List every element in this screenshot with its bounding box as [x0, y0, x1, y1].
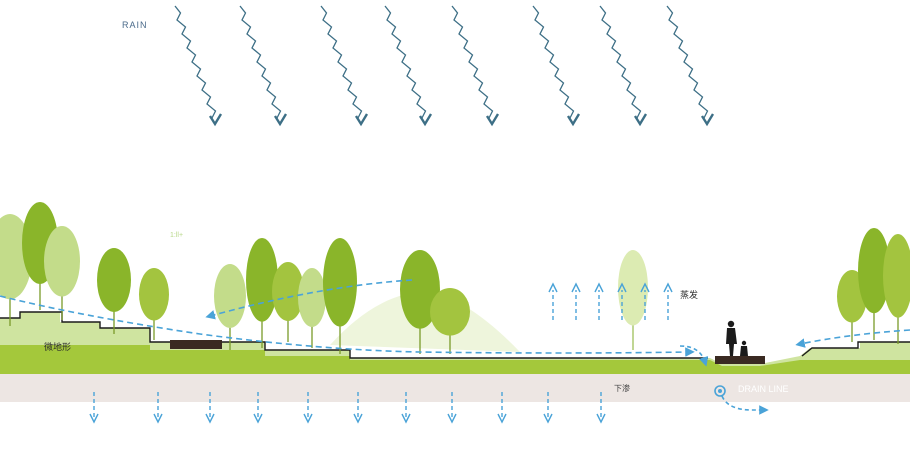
- rain-streak: [384, 5, 433, 127]
- people-silhouette-icon: [726, 320, 748, 356]
- rain-label: RAIN: [122, 20, 148, 30]
- deck-left: [170, 340, 222, 349]
- evaporation-arrow: [571, 282, 581, 320]
- evaporation-arrow: [548, 282, 558, 320]
- rain-group: [174, 5, 715, 127]
- rain-streak: [239, 5, 288, 127]
- tree: [858, 228, 890, 340]
- infiltration-arrow: [253, 392, 263, 424]
- runoff-flow-hill: [205, 279, 413, 320]
- rain-streak: [174, 5, 223, 127]
- rain-streak: [532, 5, 581, 127]
- rain-streak: [320, 5, 369, 127]
- evaporation-arrows: [548, 282, 673, 320]
- evaporation-arrow: [617, 282, 627, 320]
- infiltration-arrow: [303, 392, 313, 424]
- infiltration-arrow: [153, 392, 163, 424]
- infiltration-arrows: [89, 392, 606, 424]
- infiltration-arrow: [353, 392, 363, 424]
- tree: [618, 250, 648, 350]
- micro-topography-label: 微地形: [44, 342, 72, 352]
- tree: [272, 262, 304, 342]
- runoff-flow-right: [795, 329, 910, 348]
- tree: [97, 248, 131, 334]
- soil-layer: [0, 372, 910, 402]
- tree: [323, 238, 357, 354]
- tree: [430, 288, 470, 354]
- terrain-profile-line: [0, 311, 910, 359]
- infiltration-arrow: [89, 392, 99, 424]
- infiltration-arrow: [401, 392, 411, 424]
- tree: [883, 234, 910, 344]
- rain-streak: [451, 5, 500, 127]
- deck-right: [715, 356, 765, 364]
- ground-strip: [0, 345, 910, 374]
- drain-flow: [721, 395, 769, 415]
- infiltration-arrow: [447, 392, 457, 424]
- runoff-flow-main: [0, 295, 695, 357]
- drain-outlet-dot: [718, 389, 722, 393]
- runoff-flow-pond: [679, 345, 709, 367]
- tree-group: [0, 202, 910, 354]
- rain-streak: [599, 5, 648, 127]
- tree: [139, 268, 169, 340]
- infiltration-label: 下渗: [614, 384, 630, 393]
- faint-annotation: 1:ll+: [170, 232, 184, 239]
- evaporation-arrow: [640, 282, 650, 320]
- infiltration-arrow: [497, 392, 507, 424]
- infiltration-arrow: [205, 392, 215, 424]
- infiltration-arrow: [596, 392, 606, 424]
- drain-outlet-icon: [714, 385, 726, 397]
- tree: [44, 226, 80, 320]
- rain-streak: [666, 5, 715, 127]
- drain-line-label: DRAIN LINE: [738, 384, 789, 394]
- evaporation-arrow: [594, 282, 604, 320]
- evaporation-label: 蒸发: [680, 290, 699, 300]
- infiltration-arrow: [543, 392, 553, 424]
- tree: [298, 268, 326, 348]
- evaporation-arrow: [663, 282, 673, 320]
- tree: [400, 249, 440, 354]
